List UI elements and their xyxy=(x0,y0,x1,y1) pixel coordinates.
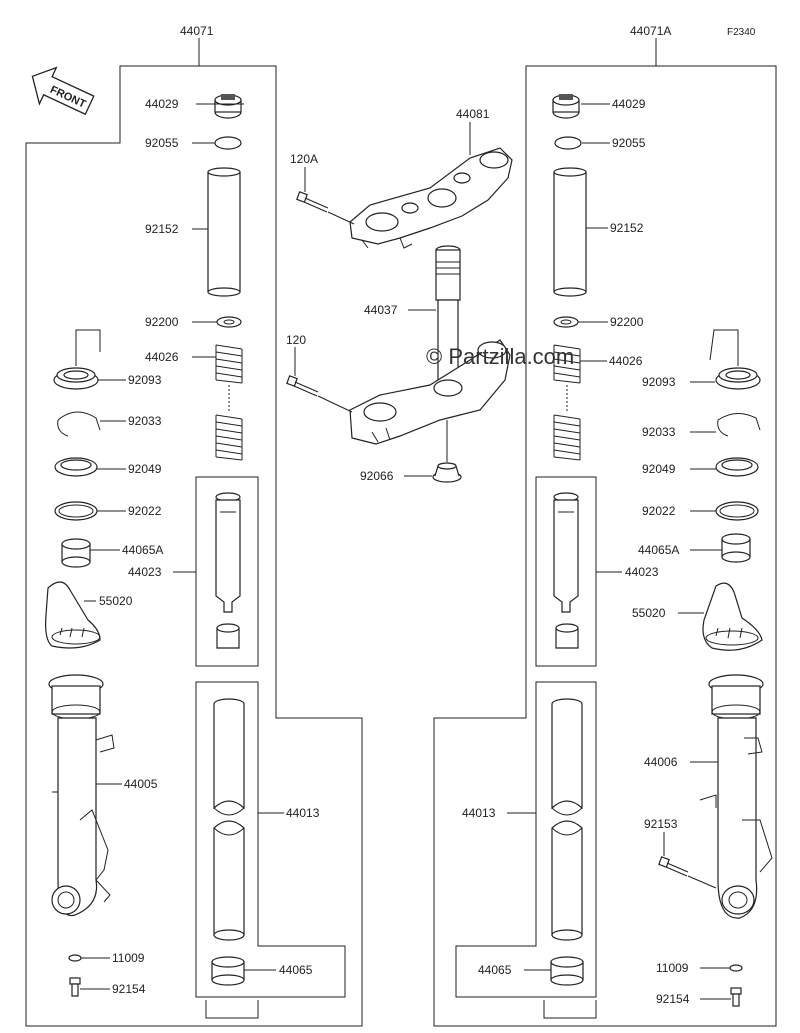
left-cylinder-part xyxy=(215,492,241,649)
left-label-bushing: 44065A xyxy=(122,543,163,557)
right-label-bolt: 92154 xyxy=(656,992,690,1006)
right-outer-tube-part xyxy=(699,674,773,919)
right-spacer-part xyxy=(553,167,587,297)
left-spacer-part xyxy=(207,167,241,297)
right-label-washer2: 92022 xyxy=(642,504,676,518)
right-label-seal-cover: 92093 xyxy=(642,375,676,389)
lower-bracket-part xyxy=(349,339,511,445)
left-label-spring: 44026 xyxy=(145,350,179,364)
right-washer2-part xyxy=(715,501,759,521)
right-label-spring: 44026 xyxy=(609,354,643,368)
right-assembly-outline xyxy=(433,65,777,1027)
left-label-cylinder: 44023 xyxy=(128,565,162,579)
watermark: © Partzilla.com xyxy=(426,344,574,369)
diagram-code: F2340 xyxy=(727,27,756,38)
label-steering-stem: 44037 xyxy=(364,303,398,317)
right-seal-cover-part xyxy=(715,367,761,390)
upper-bolt-part xyxy=(296,191,329,213)
label-lower-bolt: 120 xyxy=(286,333,306,347)
right-cap-part xyxy=(552,94,580,119)
left-washer-part xyxy=(216,316,242,328)
left-label-clip: 92033 xyxy=(128,414,162,428)
right-bushing2-part xyxy=(550,956,584,986)
left-clip-part xyxy=(57,411,101,437)
right-label-bushing: 44065A xyxy=(638,543,679,557)
left-cap-part xyxy=(214,94,242,119)
upper-bracket-part xyxy=(349,147,513,249)
right-label-cylinder: 44023 xyxy=(625,565,659,579)
right-oring-part xyxy=(554,136,582,150)
right-label-oil-seal: 92049 xyxy=(642,462,676,476)
right-washer-part xyxy=(553,316,579,328)
right-guard-part xyxy=(702,582,763,651)
left-bushing-part xyxy=(61,538,91,568)
left-label-oil-seal: 92049 xyxy=(128,462,162,476)
right-gasket-part xyxy=(729,964,743,972)
right-label-clip: 92033 xyxy=(642,425,676,439)
left-label-guard: 55020 xyxy=(99,594,133,608)
steering-stem-part xyxy=(435,245,461,389)
left-tube-box xyxy=(195,681,346,998)
right-bushing-part xyxy=(721,533,751,563)
right-label-cap: 44029 xyxy=(612,97,646,111)
stem-cap-part xyxy=(432,462,462,483)
right-label-gasket: 11009 xyxy=(656,961,689,975)
left-label-washer: 92200 xyxy=(145,315,179,329)
left-label-bolt: 92154 xyxy=(112,982,146,996)
left-guard-part xyxy=(45,581,101,649)
right-label-spacer: 92152 xyxy=(610,221,644,235)
left-oil-seal-part xyxy=(54,457,98,477)
left-label-spacer: 92152 xyxy=(145,222,179,236)
left-spring-part xyxy=(215,344,243,461)
right-label-outer-tube: 44006 xyxy=(644,755,678,769)
right-axle-bolt-part xyxy=(658,856,689,877)
left-gasket-part xyxy=(68,954,82,962)
left-outer-tube-part xyxy=(48,674,115,917)
right-label-bushing2: 44065 xyxy=(478,963,512,977)
left-label-bushing2: 44065 xyxy=(279,963,313,977)
front-arrow-icon: FRONT xyxy=(31,66,95,116)
label-upper-bolt: 120A xyxy=(290,152,318,166)
right-clip-part xyxy=(717,413,761,437)
right-label-washer: 92200 xyxy=(610,315,644,329)
right-cylinder-part xyxy=(553,492,579,649)
label-upper-bracket: 44081 xyxy=(456,107,490,121)
left-oring-part xyxy=(214,136,242,150)
left-label-gasket: 11009 xyxy=(112,951,145,965)
left-label-cap: 44029 xyxy=(145,97,179,111)
lower-bolt-part xyxy=(286,375,319,397)
right-label-inner-tube: 44013 xyxy=(462,806,496,820)
left-label-washer2: 92022 xyxy=(128,504,162,518)
right-inner-tube-part xyxy=(551,698,583,941)
label-stem-cap: 92066 xyxy=(360,469,394,483)
left-label-inner-tube: 44013 xyxy=(286,806,320,820)
right-assembly-title: 44071A xyxy=(630,24,671,38)
right-tube-box xyxy=(455,681,597,998)
left-label-outer-tube: 44005 xyxy=(124,777,158,791)
left-label-oring: 92055 xyxy=(145,136,179,150)
left-inner-tube-part xyxy=(213,698,245,941)
right-label-oring: 92055 xyxy=(612,136,646,150)
right-label-guard: 55020 xyxy=(632,606,666,620)
right-oil-seal-part xyxy=(715,457,759,477)
left-assembly-outline xyxy=(25,65,363,1027)
right-spring-part xyxy=(553,344,581,461)
right-label-axle-bolt: 92153 xyxy=(644,817,678,831)
left-assembly-title: 44071 xyxy=(180,24,214,38)
left-bolt-part xyxy=(69,977,81,997)
right-bolt-part xyxy=(730,987,742,1007)
left-washer2-part xyxy=(54,501,98,521)
left-label-seal-cover: 92093 xyxy=(128,373,162,387)
left-bushing2-part xyxy=(211,956,245,986)
left-seal-cover-part xyxy=(53,367,99,390)
